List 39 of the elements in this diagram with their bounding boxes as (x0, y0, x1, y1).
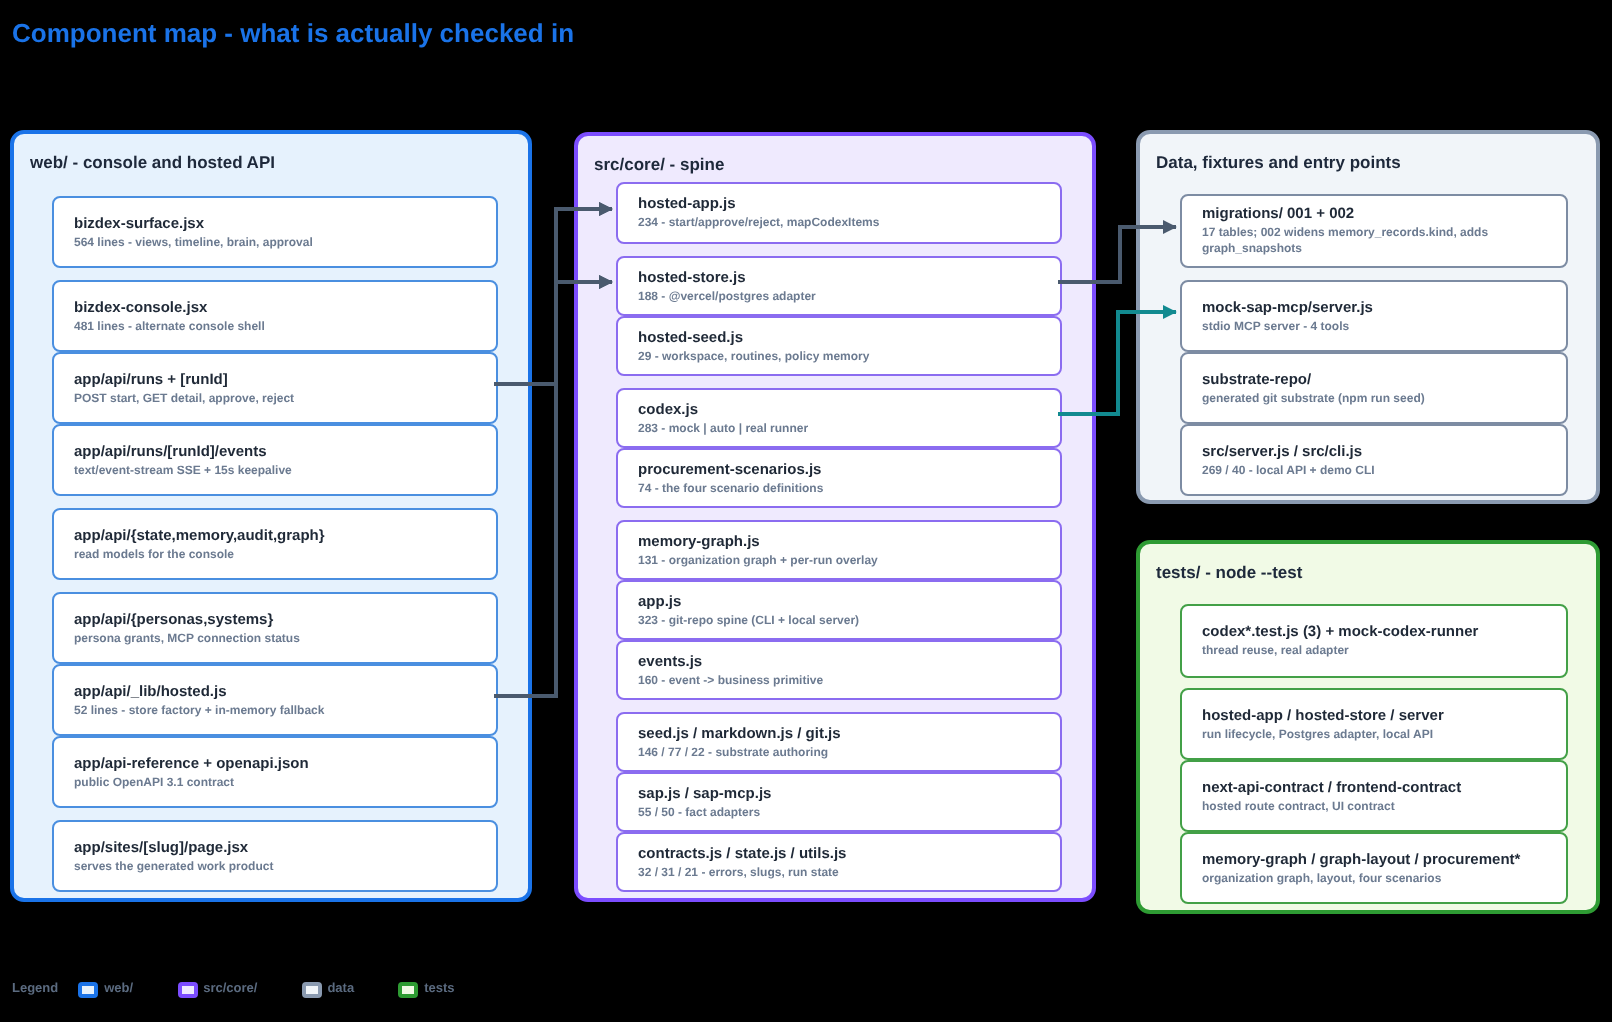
group-panel (574, 132, 1096, 902)
page-title: Component map - what is actually checked in (12, 18, 575, 50)
file-box (52, 820, 498, 892)
connector-arrow (1058, 220, 1177, 284)
file-box (1180, 760, 1568, 832)
group-panel (10, 130, 532, 902)
file-box (52, 592, 498, 664)
file-box (1180, 688, 1568, 760)
file-box (52, 280, 498, 352)
panel-title: web/ - console and hosted API (30, 152, 275, 174)
file-box (616, 520, 1062, 580)
file-box (616, 712, 1062, 772)
panel-title: tests/ - node --test (1156, 562, 1303, 584)
panel-title: src/core/ - spine (594, 154, 725, 176)
file-box (616, 256, 1062, 316)
file-box (52, 736, 498, 808)
file-box (616, 640, 1062, 700)
file-box (616, 580, 1062, 640)
file-box (52, 664, 498, 736)
file-box (52, 508, 498, 580)
file-box (1180, 352, 1568, 424)
file-box (616, 388, 1062, 448)
panel-title: Data, fixtures and entry points (1156, 152, 1401, 174)
group-panel (1136, 130, 1600, 504)
file-box (616, 182, 1062, 244)
file-box (616, 316, 1062, 376)
group-panel (1136, 540, 1600, 914)
file-box (1180, 194, 1568, 268)
file-box (616, 832, 1062, 892)
file-box (1180, 832, 1568, 904)
file-box (52, 196, 498, 268)
file-box (616, 772, 1062, 832)
file-box (52, 352, 498, 424)
file-box (1180, 424, 1568, 496)
file-box (616, 448, 1062, 508)
file-box (52, 424, 498, 496)
file-box (1180, 280, 1568, 352)
connector-arrow (1058, 305, 1177, 416)
file-box (1180, 604, 1568, 678)
